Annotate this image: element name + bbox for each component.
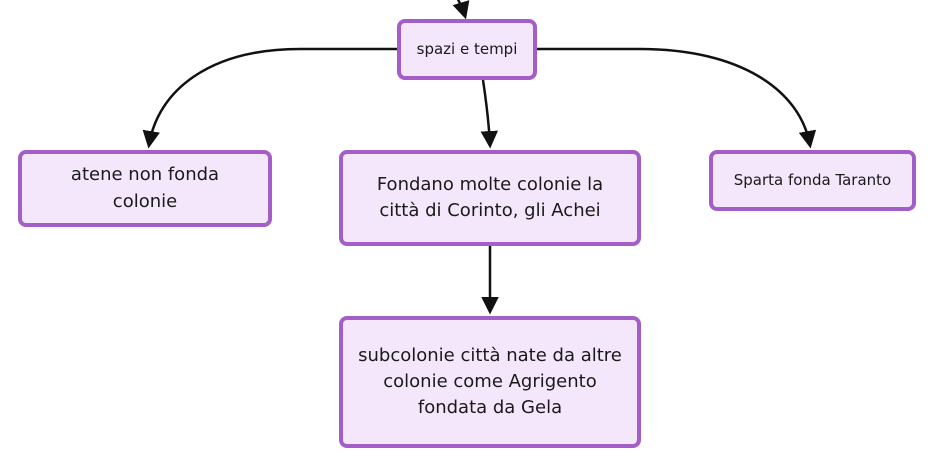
node-label: spazi e tempi — [416, 39, 518, 58]
node-label: atene non fonda colonie — [70, 164, 220, 212]
node-label: subcolonie città nate da altre colonie c… — [358, 344, 622, 419]
node-subcolonie[interactable]: subcolonie città nate da altre colonie c… — [339, 316, 641, 448]
node-spazi-e-tempi[interactable]: spazi e tempi — [397, 19, 537, 80]
connector-root-fondano — [480, 79, 499, 149]
connector-root-atene — [142, 47, 397, 149]
node-sparta[interactable]: Sparta fonda Taranto — [709, 150, 916, 211]
node-label: Sparta fonda Taranto — [733, 170, 892, 189]
connector-root-sparta — [537, 47, 817, 149]
incoming-connector — [452, 0, 470, 20]
node-label: Fondano molte colonie la città di Corint… — [376, 173, 604, 221]
node-fondano-colonie[interactable]: Fondano molte colonie la città di Corint… — [339, 150, 641, 246]
node-atene[interactable]: atene non fonda colonie — [18, 150, 272, 227]
